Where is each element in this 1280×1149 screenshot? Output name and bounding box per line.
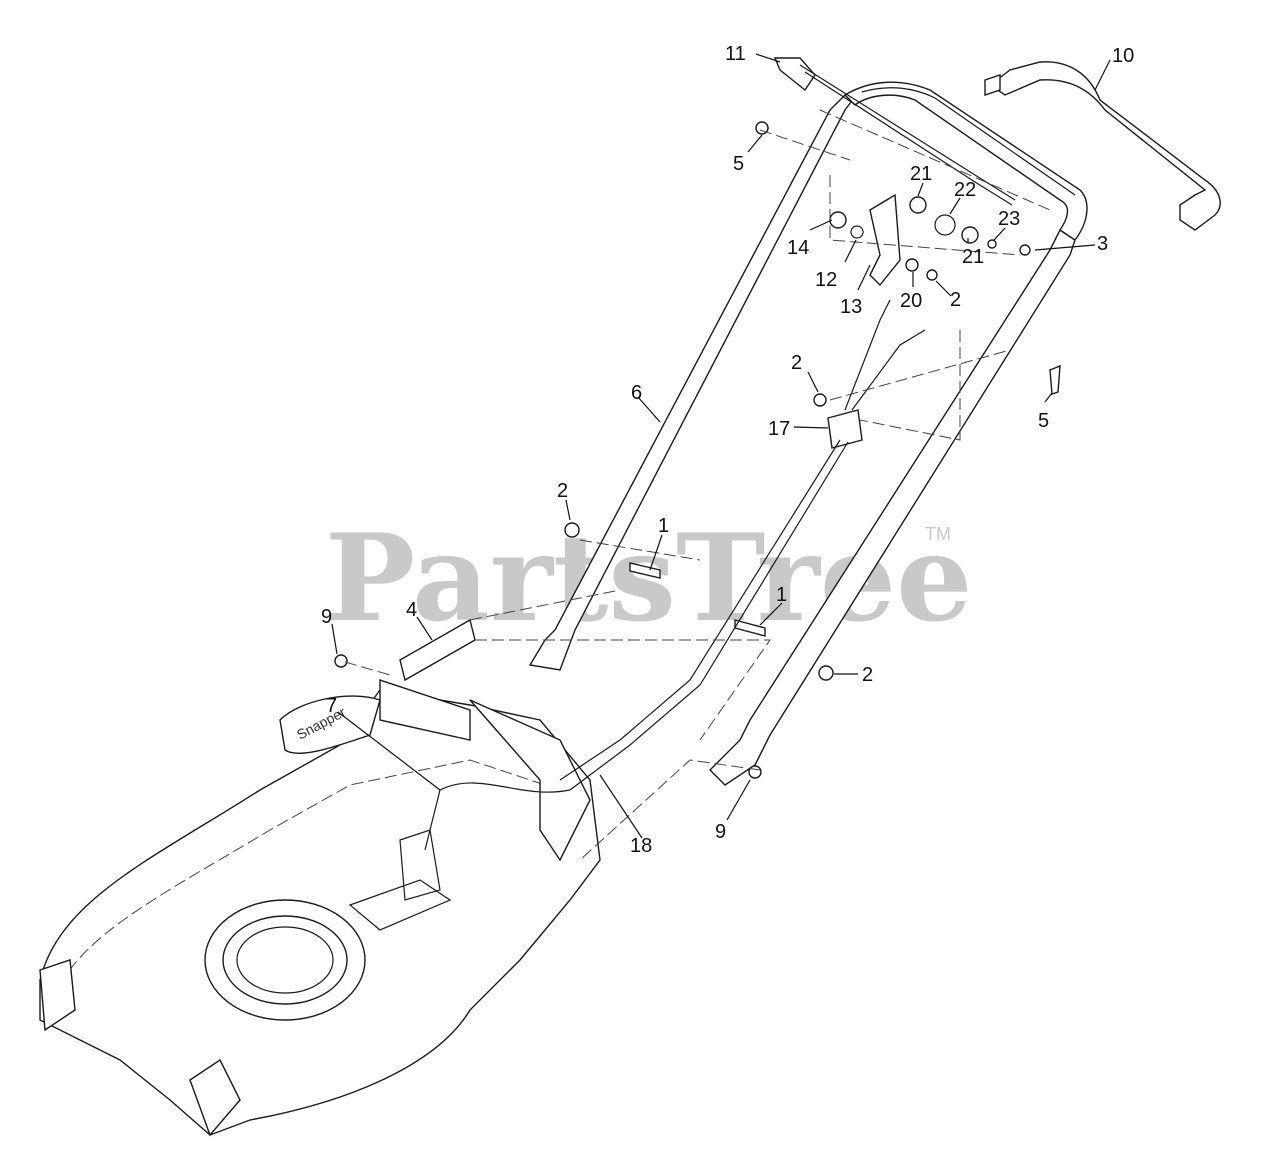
assembly-lines xyxy=(344,109,1051,861)
watermark-tm: TM xyxy=(925,524,951,544)
callout-22: 22 xyxy=(954,179,976,201)
callout-23: 23 xyxy=(998,208,1020,230)
callout-21-bottom: 21 xyxy=(962,246,984,268)
hardware-cluster xyxy=(334,121,1061,779)
callout-18: 18 xyxy=(630,835,652,857)
callout-12: 12 xyxy=(815,269,837,291)
callout-14: 14 xyxy=(787,237,809,259)
callout-2-cluster: 2 xyxy=(950,289,961,311)
callout-1-left: 1 xyxy=(658,515,669,537)
callout-3: 3 xyxy=(1097,233,1108,255)
callout-9-right: 9 xyxy=(715,821,726,843)
callouts: 11 10 5 21 22 23 3 14 21 12 13 20 2 2 5 … xyxy=(321,43,1134,857)
callout-21-top: 21 xyxy=(910,163,932,185)
cable-top xyxy=(773,57,1016,206)
callout-20: 20 xyxy=(900,290,922,312)
callout-2-right: 2 xyxy=(862,664,873,686)
callout-2-switch: 2 xyxy=(791,352,802,374)
bail-handle xyxy=(984,61,1221,231)
callout-2-left: 2 xyxy=(557,480,568,502)
callout-7: 7 xyxy=(326,695,337,717)
callout-4: 4 xyxy=(406,599,417,621)
callout-6: 6 xyxy=(631,382,642,404)
handle-frame xyxy=(528,81,1088,786)
callout-11: 11 xyxy=(725,43,746,65)
mower-deck: Snapper xyxy=(39,679,601,1137)
callout-5-top: 5 xyxy=(733,153,744,175)
callout-9-left: 9 xyxy=(321,606,332,628)
callout-17: 17 xyxy=(768,418,790,440)
callout-5-right: 5 xyxy=(1038,410,1049,432)
callout-10: 10 xyxy=(1112,45,1134,67)
callout-13: 13 xyxy=(840,296,862,318)
control-cables xyxy=(424,299,926,851)
leader-lines xyxy=(331,53,1111,839)
callout-1-right: 1 xyxy=(776,584,787,606)
